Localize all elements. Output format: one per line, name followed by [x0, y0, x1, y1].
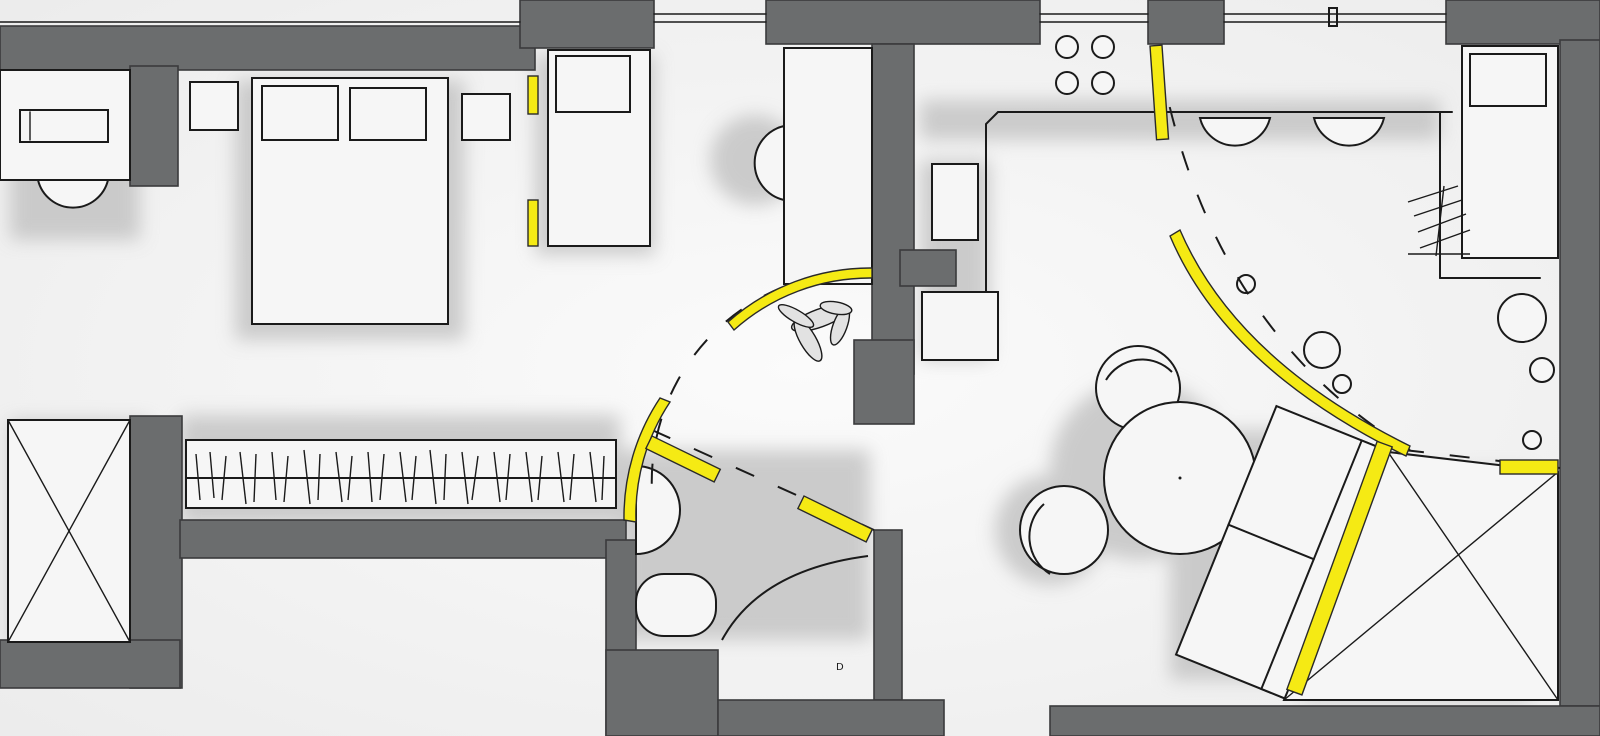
side-table-device: [19, 109, 109, 143]
bar-cabinet-top: [1469, 53, 1547, 107]
pillow-left: [261, 85, 339, 141]
door-hall-arc: [623, 397, 672, 523]
door-bedroom-window-top: [527, 75, 539, 115]
dining-area: [1019, 274, 1555, 701]
stool-half-round: [36, 179, 110, 209]
decor-circle-5: [1529, 357, 1555, 383]
burner-2: [1091, 35, 1115, 59]
chair-half-round: [753, 124, 785, 202]
decor-circle-2: [1303, 331, 1341, 369]
decor-circle-1: [1236, 274, 1256, 294]
bathroom: D: [635, 464, 869, 673]
decor-circle-6: [1522, 430, 1542, 450]
stool-2: [1312, 117, 1386, 147]
bath-mark: D: [836, 662, 844, 673]
door-kitchen-top: [1149, 44, 1170, 141]
door-bedroom-window-bottom: [527, 199, 539, 247]
doors: [527, 44, 1559, 696]
counter-edge: [985, 111, 1453, 293]
nightstand-left: [189, 81, 239, 131]
wardrobe: [185, 439, 617, 509]
decor-circle-3: [1332, 374, 1352, 394]
door-closet-leaf: [1285, 440, 1394, 696]
washbasin: [635, 464, 681, 556]
door-bedroom-arc: [727, 267, 873, 332]
pillow-right: [349, 87, 427, 141]
burner-3: [1055, 71, 1079, 95]
kitchen: [921, 35, 1559, 361]
hangers: [195, 449, 605, 505]
desk-chair: [555, 55, 631, 113]
nightstand-right: [461, 93, 511, 141]
bath-arc: [721, 555, 869, 641]
door-bath-leaf-2: [796, 495, 874, 543]
left-closet: [7, 419, 131, 643]
window-lines: [0, 7, 1447, 27]
bathtub-end: [635, 573, 717, 637]
door-closet-small: [1499, 459, 1559, 475]
wardrobe-right: [783, 47, 873, 285]
burner-4: [1091, 71, 1115, 95]
decor-circle-4: [1497, 293, 1547, 343]
plant: [777, 300, 853, 362]
fridge: [921, 291, 999, 361]
door-bath-leaf-1: [644, 435, 722, 483]
stairs-hatch: [1407, 185, 1471, 257]
sink: [931, 163, 979, 241]
bedroom: [0, 47, 873, 325]
stool-1: [1198, 117, 1272, 147]
dining-chair-left: [1019, 485, 1109, 575]
door-kitchen-arc: [1169, 228, 1411, 457]
burner-1: [1055, 35, 1079, 59]
